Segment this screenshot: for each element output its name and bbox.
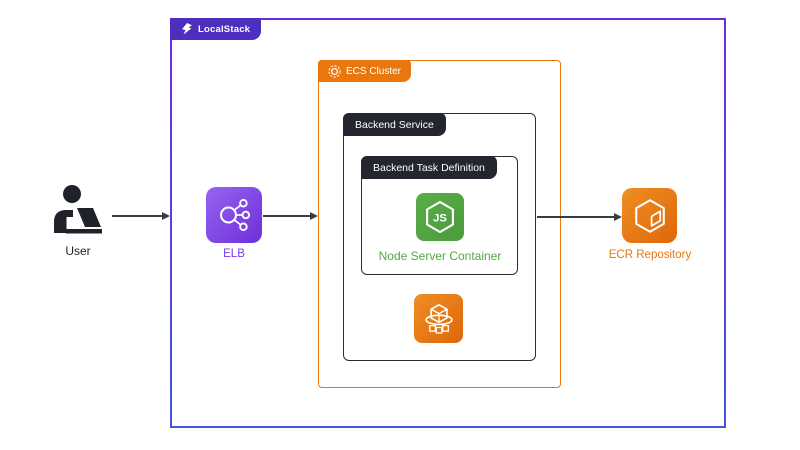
user-icon — [48, 184, 108, 236]
backend-service-badge: Backend Service — [343, 113, 446, 136]
ecs-cluster-icon — [328, 64, 341, 78]
ecs-cluster-container — [318, 60, 561, 388]
nodejs-icon: JS — [416, 193, 464, 241]
localstack-badge: LocalStack — [170, 18, 262, 40]
localstack-label: LocalStack — [198, 23, 251, 35]
backend-task-definition-label: Backend Task Definition — [373, 161, 485, 174]
elb-icon — [206, 187, 262, 243]
ecr-label: ECR Repository — [608, 249, 692, 261]
localstack-logo-icon — [181, 23, 193, 35]
ecs-service-icon — [414, 294, 463, 343]
ecr-icon — [622, 188, 677, 243]
ecs-cluster-label: ECS Cluster — [346, 65, 402, 77]
ecs-cluster-badge: ECS Cluster — [318, 60, 412, 82]
elb-label: ELB — [223, 248, 245, 260]
node-server-label: Node Server Container — [378, 249, 502, 263]
backend-service-label: Backend Service — [355, 118, 434, 131]
user-label: User — [65, 244, 91, 258]
backend-task-definition-badge: Backend Task Definition — [361, 156, 497, 179]
svg-text:JS: JS — [433, 213, 447, 225]
